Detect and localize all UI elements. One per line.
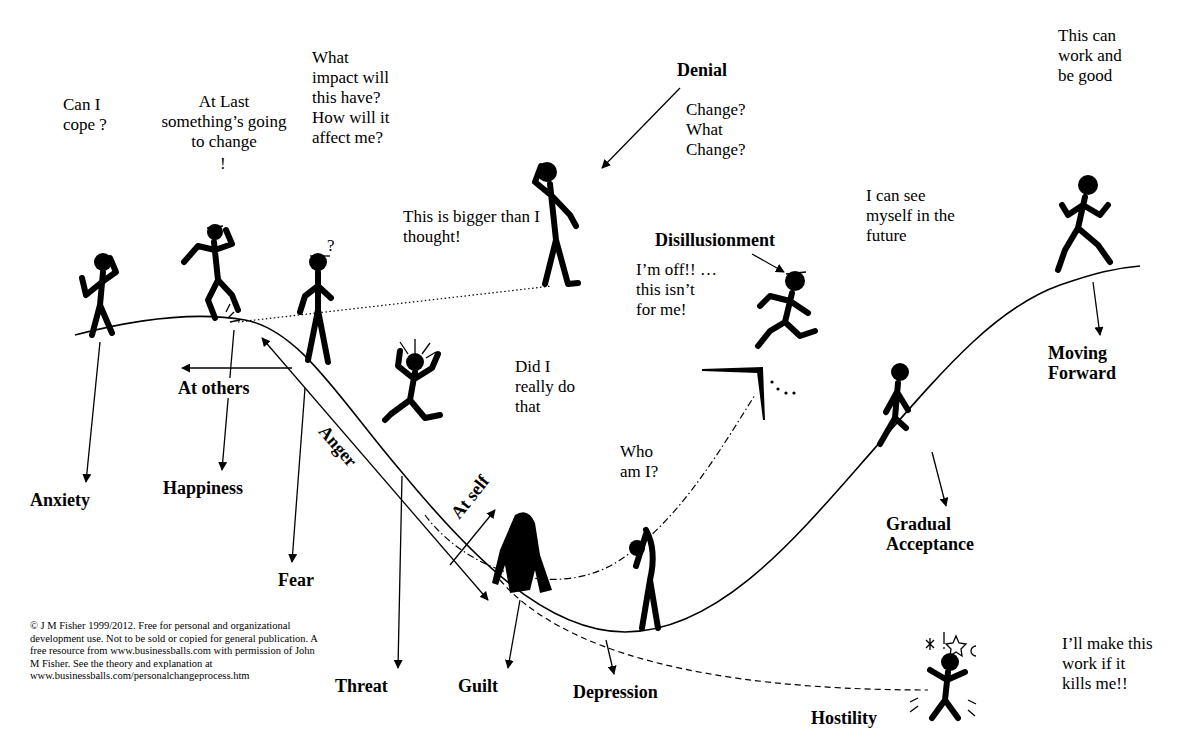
speech-text: Can I cope ? <box>63 95 123 135</box>
question-mark: ? <box>327 236 335 256</box>
guilt-figure <box>492 512 552 593</box>
leader-arrows <box>86 88 1100 674</box>
speech-text: Did I really do that <box>515 357 581 417</box>
speech-text: I can see myself in the future <box>866 186 958 246</box>
depression-figure <box>629 530 658 628</box>
exclamation-mark: ! <box>220 154 226 174</box>
speech-text: This is bigger than I thought! <box>403 207 543 247</box>
hostility-figure <box>910 632 976 718</box>
happiness-figure <box>184 224 240 322</box>
stage-label: Moving Forward <box>1048 343 1132 383</box>
disillusionment-figure <box>758 271 815 346</box>
anxiety-figure <box>82 253 116 335</box>
speech-text: Change? What Change? <box>686 100 786 160</box>
stage-label: Threat <box>335 676 388 696</box>
anger-figure <box>385 339 440 420</box>
stage-label: Disillusionment <box>655 230 775 250</box>
speech-text: At Last something’s going to change <box>160 92 288 152</box>
stage-label: Happiness <box>163 478 243 498</box>
speech-text: Who am I? <box>620 442 672 482</box>
denial-figure <box>535 162 578 284</box>
direction-label: At self <box>446 470 495 524</box>
speech-text: What impact will this have? How will it … <box>312 48 394 148</box>
fear-figure <box>300 253 331 362</box>
stage-label: Hostility <box>811 708 877 728</box>
change-curve <box>75 266 1140 632</box>
copyright-note: © J M Fisher 1999/2012. Free for persona… <box>30 620 320 683</box>
motion-dots <box>770 380 795 394</box>
direction-label: At others <box>176 378 251 398</box>
hostility-path <box>500 580 928 690</box>
acceptance-figure <box>880 363 909 444</box>
disillusionment-path <box>425 395 755 579</box>
stage-label: Guilt <box>458 676 498 696</box>
stage-label: Depression <box>573 682 658 702</box>
moving-forward-figure <box>1058 175 1110 270</box>
exit-platform <box>702 368 764 420</box>
stage-label: Fear <box>278 570 314 590</box>
speech-text: I’ll make this work if it kills me!! <box>1062 634 1158 694</box>
speech-text: I’m off!! … this isn’t for me! <box>636 260 718 320</box>
denial-path <box>238 286 552 322</box>
speech-text: This can work and be good <box>1058 26 1142 86</box>
direction-label: Anger <box>314 420 363 473</box>
stage-label: Anxiety <box>30 490 90 510</box>
stage-label: Gradual Acceptance <box>886 514 998 554</box>
stage-label: Denial <box>677 60 727 80</box>
